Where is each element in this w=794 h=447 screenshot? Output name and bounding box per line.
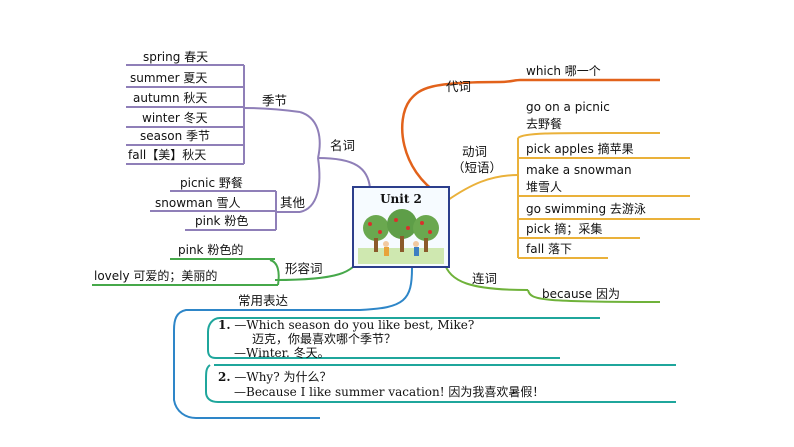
verb-item: go swimming 去游泳 (526, 202, 646, 216)
season-item: autumn 秋天 (133, 91, 208, 105)
verb-item: go on a picnic (526, 100, 610, 114)
adjectives-label: 形容词 (285, 261, 323, 276)
others-label: 其他 (280, 195, 306, 210)
season-item: spring 春天 (143, 50, 209, 64)
sentence-1-text: —Which season do you like best, Mike? (234, 318, 475, 332)
pronoun-item: which 哪一个 (526, 64, 601, 78)
conjunctions-label: 连词 (472, 271, 498, 286)
pronouns-branch (400, 78, 660, 197)
sentence-1-line-1: 1. —Which season do you like best, Mike? (218, 318, 474, 332)
verb-item: pick apples 摘苹果 (526, 142, 634, 156)
sentence-1-line-3: —Winter. 冬天。 (234, 346, 330, 360)
verb-item: make a snowman (526, 163, 632, 177)
expressions-branch (173, 267, 413, 419)
other-item: pink 粉色 (195, 214, 249, 228)
season-item: summer 夏天 (130, 71, 208, 85)
center-illustration (358, 209, 444, 264)
sentence-2-number: 2. (218, 370, 231, 384)
other-item: picnic 野餐 (180, 176, 243, 190)
season-item: winter 冬天 (142, 111, 208, 125)
pronouns-label: 代词 (446, 79, 472, 94)
verb-item-zh: 去野餐 (526, 117, 563, 131)
conjunction-item: because 因为 (542, 287, 621, 301)
sentence-1-line-2: 迈克，你最喜欢哪个季节？ (252, 332, 397, 346)
season-item: fall【美】秋天 (128, 148, 207, 162)
seasons-label: 季节 (262, 93, 288, 108)
verb-item-zh: 堆雪人 (526, 180, 563, 194)
sentence-2-line-2: —Because I like summer vacation! 因为我喜欢暑假… (234, 385, 545, 399)
expressions-label: 常用表达 (238, 293, 289, 308)
sentence-1-number: 1. (218, 318, 231, 332)
verbs-label: 动词 (462, 144, 488, 159)
adjective-item: lovely 可爱的；美丽的 (94, 269, 218, 283)
sentence-2-line-1: 2. —Why? 为什么？ (218, 370, 331, 384)
nouns-label: 名词 (330, 138, 356, 153)
verbs-branch (447, 131, 700, 259)
verb-item: pick 摘；采集 (526, 222, 603, 236)
season-item: season 季节 (140, 129, 211, 143)
center-title: Unit 2 (380, 192, 422, 206)
verb-item: fall 落下 (526, 242, 573, 256)
nouns-branch (126, 64, 371, 231)
verbs-label-sub: （短语） (452, 160, 503, 175)
sentence-2-text: —Why? 为什么？ (234, 370, 332, 384)
other-item: snowman 雪人 (155, 196, 241, 210)
adjective-item: pink 粉色的 (178, 243, 244, 257)
center-node: Unit 2 (352, 186, 450, 268)
